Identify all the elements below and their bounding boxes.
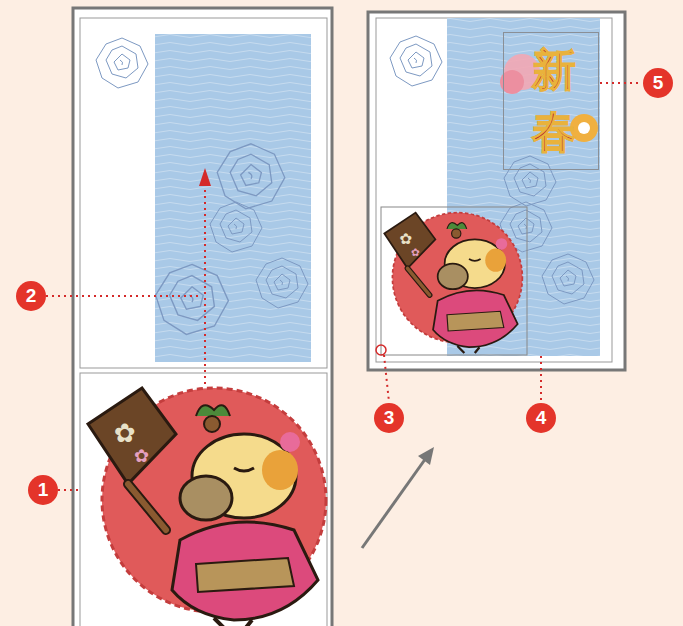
page-frame [73, 8, 332, 626]
leader-line [46, 295, 200, 297]
flower-decoration [578, 122, 590, 134]
background-sheet [80, 18, 327, 368]
text-frame: 新 春 [503, 32, 599, 170]
callout-circle [28, 475, 58, 505]
transition-arrow [362, 458, 426, 548]
rose [217, 144, 285, 209]
handle-marker [376, 345, 386, 355]
transition-arrowhead [418, 447, 434, 465]
blue-band [155, 34, 311, 362]
rose [542, 254, 594, 304]
callout-number: 5 [643, 68, 673, 98]
rose [504, 156, 556, 206]
callout-circle [374, 403, 404, 433]
rose [156, 264, 229, 334]
rose [256, 258, 308, 308]
callout-circle [526, 403, 556, 433]
callout-number: 2 [16, 281, 46, 311]
rose [390, 36, 442, 86]
callout-circle [16, 281, 46, 311]
leader-line [600, 82, 642, 84]
callout-number: 4 [526, 403, 556, 433]
move-arrowhead [199, 168, 211, 186]
callout-number: 1 [28, 475, 58, 505]
image-sheet [80, 373, 327, 626]
cow-illustration [88, 388, 326, 626]
page-frame [368, 12, 625, 370]
rose [96, 38, 148, 88]
leader-line [540, 356, 542, 402]
callout-circle [643, 68, 673, 98]
cow-illustration [384, 213, 522, 353]
callout-number: 3 [374, 403, 404, 433]
leader-line [58, 489, 80, 491]
move-path [204, 186, 206, 384]
greeting-text: 新 春 [528, 39, 580, 163]
image-frame [381, 207, 527, 355]
leader-line [384, 355, 389, 402]
card-sheet [376, 18, 612, 362]
rose [210, 202, 262, 252]
